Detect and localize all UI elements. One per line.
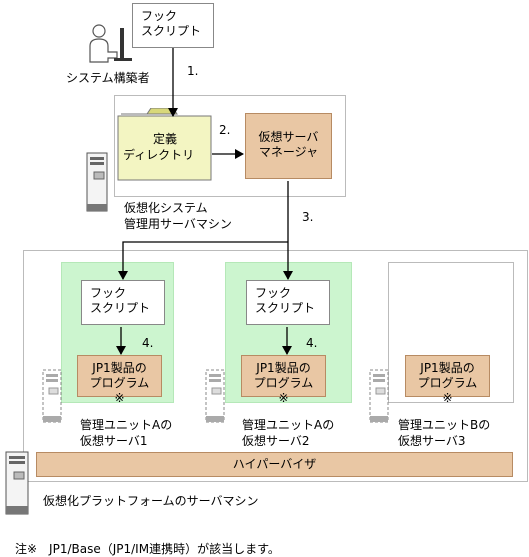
top-hook-script: フック スクリプト xyxy=(132,3,214,48)
arrow-3-branch xyxy=(118,241,288,280)
mgmt-server-tower-icon xyxy=(86,152,108,212)
note-mark: ※ xyxy=(114,391,125,405)
unit-b-server3-line1: 管理ユニットBの xyxy=(398,418,491,432)
platform-server-tower-icon xyxy=(5,451,29,515)
note-mark: ※ xyxy=(278,391,289,405)
folder-icon xyxy=(117,108,212,181)
unit-a-server1-line1: 管理ユニットAの xyxy=(80,418,173,432)
step-4a-label: 4. xyxy=(142,336,154,350)
hook-script-line1: フック xyxy=(90,286,127,300)
hook-script-line2: スクリプト xyxy=(141,24,202,38)
step-4b-label: 4. xyxy=(306,336,318,350)
hypervisor-bar: ハイパーバイザ xyxy=(36,452,513,477)
server1-tower-icon xyxy=(42,369,62,423)
unit-a1-hook-script: フック スクリプト xyxy=(81,280,165,325)
person-at-pc-icon xyxy=(89,24,132,63)
virtual-server-manager: 仮想サーバ マネージャ xyxy=(245,113,332,179)
unit-a-server2-line2: 仮想サーバ2 xyxy=(242,434,310,448)
step-2-label: 2. xyxy=(219,123,231,137)
note-mark: ※ xyxy=(442,391,453,405)
unit-a2-hook-script: フック スクリプト xyxy=(246,280,330,325)
product-line1: JP1製品の xyxy=(256,361,311,375)
jp1-program-server3: JP1製品の プログラム※ xyxy=(405,355,490,405)
hook-script-line2: スクリプト xyxy=(90,301,151,315)
jp1-program-server1: JP1製品の プログラム※ xyxy=(77,355,162,405)
unit-b-server3-line2: 仮想サーバ3 xyxy=(398,434,466,448)
vsm-line1: 仮想サーバ xyxy=(258,130,319,144)
product-line2: プログラム xyxy=(253,376,314,390)
product-line1: JP1製品の xyxy=(420,361,475,375)
server3-tower-icon xyxy=(369,369,389,423)
mgmt-server-frame xyxy=(114,95,346,197)
unit-a-server1-line2: 仮想サーバ1 xyxy=(80,434,148,448)
product-line1: JP1製品の xyxy=(92,361,147,375)
platform-server-label: 仮想化プラットフォームのサーバマシン xyxy=(43,494,259,508)
jp1-program-server2: JP1製品の プログラム※ xyxy=(241,355,326,405)
product-line2: プログラム xyxy=(89,376,150,390)
definition-dir-line1: 定義 xyxy=(153,132,178,146)
step-1-label: 1. xyxy=(187,64,199,78)
mgmt-server-line1: 仮想化システム xyxy=(124,201,208,215)
hook-script-line1: フック xyxy=(255,286,292,300)
product-line2: プログラム xyxy=(417,376,478,390)
definition-dir-line2: ディレクトリ xyxy=(123,148,195,162)
system-builder-label: システム構築者 xyxy=(66,71,150,85)
step-3-label: 3. xyxy=(302,210,314,224)
platform-frame xyxy=(23,250,528,482)
hypervisor-label: ハイパーバイザ xyxy=(232,457,317,471)
server2-tower-icon xyxy=(205,369,225,423)
hook-script-line2: スクリプト xyxy=(255,301,316,315)
unit-a-server2-line1: 管理ユニットAの xyxy=(242,418,335,432)
mgmt-server-line2: 管理用サーバマシン xyxy=(124,217,232,231)
hook-script-line1: フック xyxy=(141,9,178,23)
vsm-line2: マネージャ xyxy=(258,145,319,159)
footnote: 注※ JP1/Base（JP1/IM連携時）が該当します。 xyxy=(15,542,280,556)
